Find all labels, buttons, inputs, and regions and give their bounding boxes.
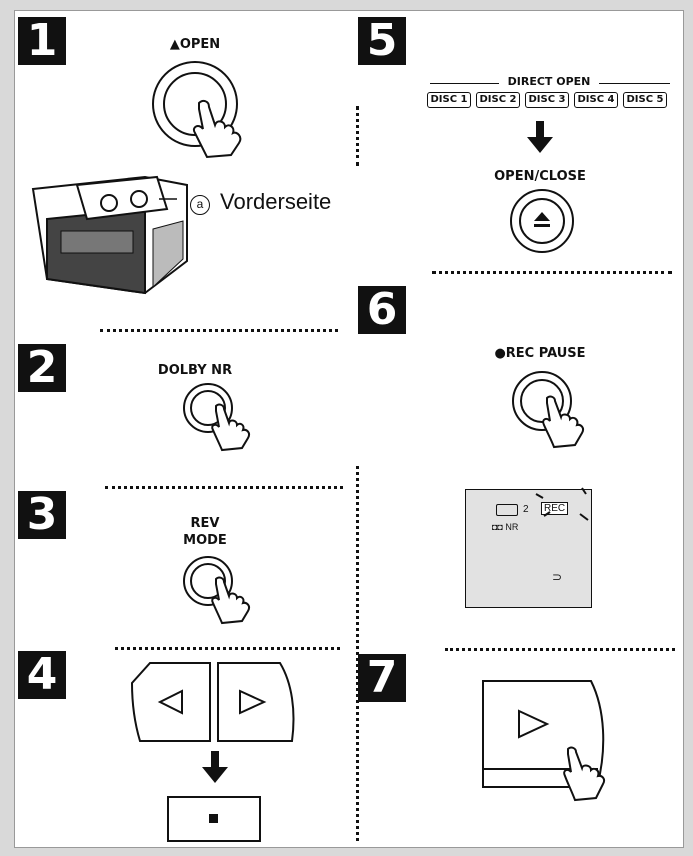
step-number-4: 4 [18, 651, 66, 699]
divider [432, 271, 672, 274]
play-icon [518, 709, 550, 739]
dolby-nr-label: DOLBY NR [157, 363, 233, 378]
lcd-display: 2 REC ◘◘ NR ⊃ [465, 487, 592, 608]
divider [445, 648, 675, 651]
rev-label: REV [190, 516, 220, 531]
rec-pause-label: ●REC PAUSE [494, 346, 586, 361]
tape-icon [496, 504, 518, 516]
mode-label: MODE [183, 533, 227, 548]
step-number-5: 5 [358, 17, 406, 65]
down-arrow-icon [202, 751, 228, 783]
disc-3-button[interactable]: DISC 3 [525, 92, 569, 108]
reverse-icon [157, 689, 183, 715]
hand-icon [193, 99, 242, 159]
cassette-deck-illustration [31, 175, 188, 295]
rec-indicator: REC [541, 502, 569, 515]
step-number-3: 3 [18, 491, 66, 539]
deck-number: 2 [523, 504, 529, 515]
callout-marker: a [190, 195, 210, 215]
dolby-nr-indicator: ◘◘ NR [492, 522, 519, 532]
stop-icon [209, 814, 218, 823]
hand-icon [211, 576, 251, 625]
divider [356, 466, 359, 841]
divider [115, 647, 340, 650]
step-number-1: 1 [18, 17, 66, 65]
reverse-play-button[interactable] [130, 661, 214, 745]
disc-2-button[interactable]: DISC 2 [476, 92, 520, 108]
eject-icon [534, 212, 550, 227]
divider [105, 486, 343, 489]
hand-icon [542, 395, 585, 449]
forward-play-button[interactable] [216, 661, 300, 745]
instruction-page: 1 ▲OPEN a Vorderseite 2 DOLBY NR 3 REV M… [14, 10, 684, 848]
disc-1-button[interactable]: DISC 1 [427, 92, 471, 108]
reverse-mode-icon: ⊃ [552, 570, 563, 584]
hand-icon [563, 746, 606, 802]
step-number-6: 6 [358, 286, 406, 334]
step-number-2: 2 [18, 344, 66, 392]
divider [356, 106, 359, 166]
disc-4-button[interactable]: DISC 4 [574, 92, 618, 108]
callout-text: Vorderseite [220, 189, 332, 214]
play-icon [239, 689, 267, 715]
open-close-label: OPEN/CLOSE [494, 169, 586, 184]
blink-marks [535, 487, 589, 521]
down-arrow-icon [527, 121, 553, 153]
step-number-7: 7 [358, 654, 406, 702]
direct-open-label: DIRECT OPEN [499, 75, 599, 88]
open-close-button[interactable] [510, 189, 574, 253]
hand-icon [211, 403, 251, 452]
open-label: ▲OPEN [169, 37, 221, 52]
stop-button[interactable] [167, 796, 261, 842]
divider [100, 329, 338, 332]
disc-5-button[interactable]: DISC 5 [623, 92, 667, 108]
